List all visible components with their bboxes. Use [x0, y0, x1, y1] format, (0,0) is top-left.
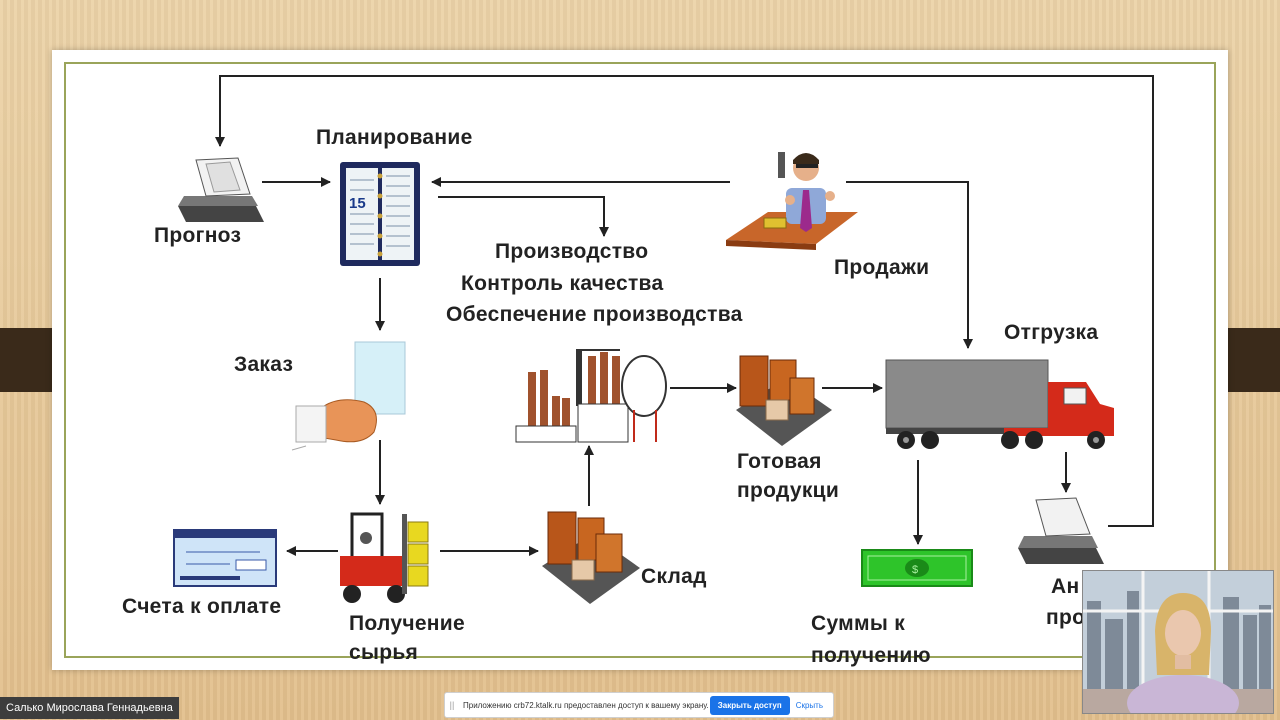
- label-analysis-line1: Ан: [1051, 575, 1080, 598]
- label-planning: Планирование: [316, 126, 473, 149]
- svg-text:$: $: [912, 564, 918, 576]
- participant-video-tile[interactable]: [1082, 570, 1274, 714]
- label-sales: Продажи: [834, 256, 930, 279]
- forklift-icon: [340, 512, 429, 603]
- hide-notification-link[interactable]: Скрыть: [795, 700, 823, 710]
- label-shipment: Отгрузка: [1004, 321, 1099, 344]
- warehouse-pallet-icon: [542, 511, 640, 604]
- label-production-supply: Обеспечение производства: [446, 303, 743, 326]
- salesperson-icon: [726, 152, 858, 250]
- label-analysis-line2: про: [1046, 606, 1086, 629]
- label-warehouse: Склад: [641, 565, 707, 588]
- connector-arrows: [215, 75, 1154, 556]
- hand-icon: [291, 399, 377, 451]
- label-finished-goods-line1: Готовая: [737, 450, 822, 473]
- label-receivables-line2: получению: [811, 644, 931, 667]
- analysis-printer-icon: [1018, 497, 1104, 564]
- factory-icon: [515, 349, 667, 443]
- feedback-loop-arrow: [215, 75, 1154, 527]
- label-raw-receipt-line1: Получение: [349, 612, 465, 635]
- planner-book-icon: 15: [340, 162, 420, 266]
- label-forecast: Прогноз: [154, 224, 242, 247]
- label-order: Заказ: [234, 353, 294, 376]
- label-invoices: Счета к оплате: [122, 595, 282, 618]
- label-quality-control: Контроль качества: [461, 272, 664, 295]
- video-frame: [1083, 571, 1273, 713]
- calendar-day: 15: [349, 195, 366, 212]
- drag-handle-icon[interactable]: ||: [449, 700, 455, 710]
- participant-name-tag: Салько Мирослава Геннадьевна: [0, 697, 179, 719]
- share-message: Приложению crb72.ktalk.ru предоставлен д…: [463, 700, 709, 710]
- screen-share-notification: || Приложению crb72.ktalk.ru предоставле…: [444, 692, 834, 718]
- label-receivables-line1: Суммы к: [811, 612, 906, 635]
- label-production: Производство: [495, 240, 649, 263]
- invoice-cheque-icon: [173, 529, 277, 587]
- truck-icon: [885, 359, 1114, 449]
- money-banknote-icon: $: [861, 549, 973, 587]
- slide-frame-border: [64, 62, 1216, 658]
- finished-goods-pallet-icon: [736, 355, 832, 446]
- planning-to-production-arrow: [438, 196, 609, 237]
- printer-icon: [178, 157, 264, 222]
- label-raw-receipt-line2: сырья: [349, 641, 419, 664]
- sales-to-shipment-arrow: [846, 181, 973, 349]
- stop-sharing-button[interactable]: Закрыть доступ: [709, 695, 790, 715]
- label-finished-goods-line2: продукци: [737, 479, 840, 502]
